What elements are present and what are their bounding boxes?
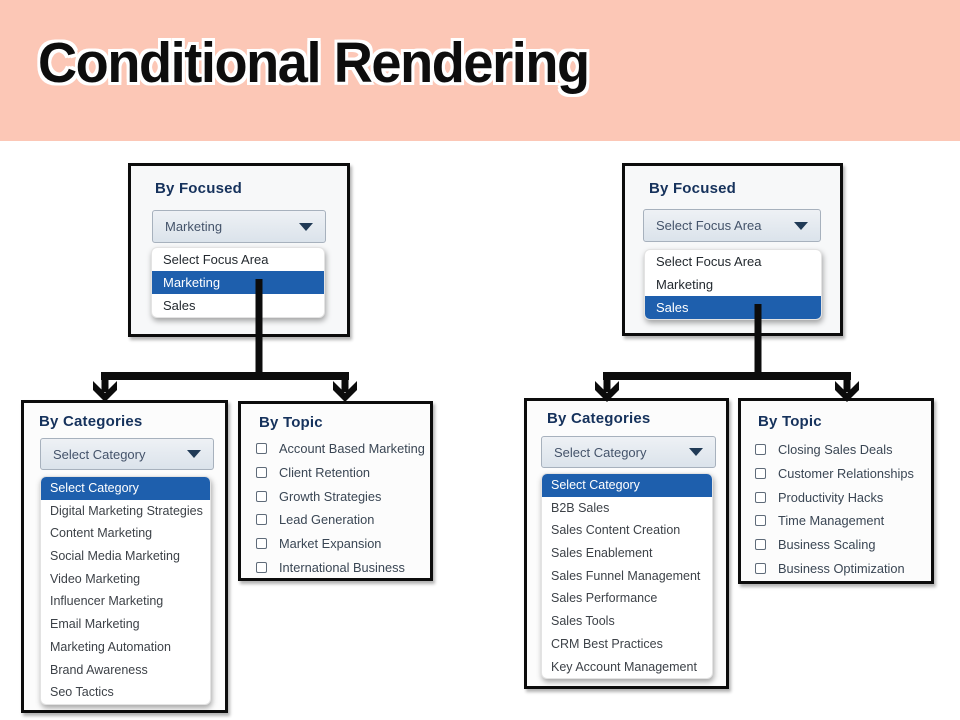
dropdown-option[interactable]: Sales Enablement	[551, 546, 653, 561]
dropdown-option[interactable]: Select Focus Area	[163, 252, 269, 267]
checkbox-label: Business Optimization	[778, 560, 905, 576]
dropdown-option[interactable]: Seo Tactics	[50, 685, 114, 700]
checkbox-label: Closing Sales Deals	[778, 442, 893, 458]
checkbox-icon[interactable]	[256, 514, 267, 526]
checkbox-label: Lead Generation	[279, 512, 375, 528]
checkbox-label: Productivity Hacks	[778, 489, 884, 505]
checkbox-label: Growth Strategies	[279, 488, 382, 504]
checkbox-icon[interactable]	[256, 561, 267, 573]
topic-checkbox-row[interactable]: Market Expansion	[256, 532, 425, 556]
dropdown-option[interactable]: Sales	[163, 298, 196, 313]
chevron-down-icon	[689, 448, 703, 456]
checkbox-label: Customer Relationships	[778, 466, 914, 482]
chevron-down-icon	[794, 221, 808, 230]
header-band: Conditional Rendering	[0, 0, 960, 141]
dropdown-option[interactable]: Influencer Marketing	[50, 594, 164, 609]
topic-checkbox-row[interactable]: Closing Sales Deals	[755, 438, 914, 462]
dropdown-option[interactable]: Key Account Management	[551, 659, 697, 674]
right-categories-select[interactable]: Select Category	[541, 436, 716, 468]
right-focus-select-value: Select Focus Area	[656, 218, 762, 233]
dropdown-option[interactable]: Sales	[645, 296, 821, 319]
dropdown-option[interactable]: Video Marketing	[50, 571, 141, 586]
dropdown-option[interactable]: Sales Performance	[551, 591, 658, 606]
topic-checkbox-row[interactable]: Customer Relationships	[755, 462, 914, 486]
dropdown-option[interactable]: Email Marketing	[50, 617, 140, 632]
topic-checkbox-row[interactable]: Time Management	[755, 509, 914, 533]
topic-checkbox-row[interactable]: Client Retention	[256, 461, 425, 485]
dropdown-option[interactable]: B2B Sales	[551, 500, 610, 515]
checkbox-label: Client Retention	[279, 465, 371, 481]
left-categories-title: By Categories	[39, 413, 143, 430]
right-focus-title: By Focused	[649, 180, 737, 197]
left-topic-panel: By Topic Account Based Marketing Client …	[238, 401, 433, 581]
left-categories-select[interactable]: Select Category	[40, 438, 214, 470]
right-categories-select-value: Select Category	[554, 444, 647, 460]
chevron-down-icon	[187, 450, 201, 458]
checkbox-icon[interactable]	[256, 443, 267, 455]
dropdown-option[interactable]: Content Marketing	[50, 526, 153, 541]
checkbox-icon[interactable]	[256, 467, 267, 479]
dropdown-option[interactable]: Social Media Marketing	[50, 549, 180, 564]
checkbox-label: Account Based Marketing	[279, 441, 425, 457]
dropdown-option[interactable]: Brand Awareness	[50, 662, 148, 677]
checkbox-icon[interactable]	[755, 468, 766, 480]
dropdown-option[interactable]: Select Category	[41, 477, 210, 500]
right-topic-checklist: Closing Sales Deals Customer Relationshi…	[755, 438, 914, 580]
checkbox-icon[interactable]	[755, 444, 766, 456]
dropdown-option[interactable]: CRM Best Practices	[551, 636, 663, 651]
checkbox-label: Business Scaling	[778, 537, 876, 553]
arrowhead-down-icon	[93, 381, 117, 402]
left-focus-select-value: Marketing	[165, 219, 223, 234]
dropdown-option[interactable]: Sales Funnel Management	[551, 568, 701, 583]
checkbox-icon[interactable]	[755, 539, 766, 551]
right-focus-panel: By Focused Select Focus Area Select Focu…	[622, 163, 843, 336]
checkbox-icon[interactable]	[256, 490, 267, 502]
dropdown-option[interactable]: Select Focus Area	[656, 254, 762, 269]
checkbox-icon[interactable]	[755, 562, 766, 574]
right-categories-panel: By Categories Select Category Select Cat…	[524, 398, 729, 689]
topic-checkbox-row[interactable]: Productivity Hacks	[755, 485, 914, 509]
dropdown-option[interactable]: Sales Tools	[551, 614, 615, 629]
right-focus-select[interactable]: Select Focus Area	[643, 209, 821, 242]
dropdown-option[interactable]: Marketing	[656, 277, 714, 292]
left-focus-title: By Focused	[155, 180, 243, 197]
left-categories-select-value: Select Category	[53, 446, 146, 462]
left-categories-panel: By Categories Select Category Select Cat…	[21, 400, 228, 713]
page-title: Conditional Rendering	[38, 31, 590, 95]
dropdown-option[interactable]: Select Category	[542, 474, 712, 497]
right-categories-title: By Categories	[547, 410, 651, 427]
topic-checkbox-row[interactable]: Business Optimization	[755, 556, 914, 580]
checkbox-icon[interactable]	[755, 491, 766, 503]
checkbox-icon[interactable]	[256, 538, 267, 550]
right-topic-title: By Topic	[758, 413, 822, 430]
checkbox-icon[interactable]	[755, 515, 766, 527]
checkbox-label: International Business	[279, 559, 405, 575]
right-topic-panel: By Topic Closing Sales Deals Customer Re…	[738, 398, 934, 584]
checkbox-label: Market Expansion	[279, 536, 382, 552]
arrowhead-down-icon	[333, 381, 357, 402]
left-topic-title: By Topic	[259, 414, 323, 431]
dropdown-option[interactable]: Sales Content Creation	[551, 523, 681, 538]
checkbox-label: Time Management	[778, 513, 885, 529]
topic-checkbox-row[interactable]: Growth Strategies	[256, 484, 425, 508]
left-focus-select[interactable]: Marketing	[152, 210, 326, 243]
dropdown-option[interactable]: Digital Marketing Strategies	[50, 503, 203, 518]
topic-checkbox-row[interactable]: Business Scaling	[755, 533, 914, 557]
chevron-down-icon	[299, 222, 313, 231]
topic-checkbox-row[interactable]: International Business	[256, 555, 425, 579]
dropdown-option[interactable]: Marketing Automation	[50, 639, 171, 654]
topic-checkbox-row[interactable]: Lead Generation	[256, 508, 425, 532]
dropdown-option[interactable]: Marketing	[152, 271, 324, 294]
topic-checkbox-row[interactable]: Account Based Marketing	[256, 437, 425, 461]
left-topic-checklist: Account Based Marketing Client Retention…	[256, 437, 425, 579]
